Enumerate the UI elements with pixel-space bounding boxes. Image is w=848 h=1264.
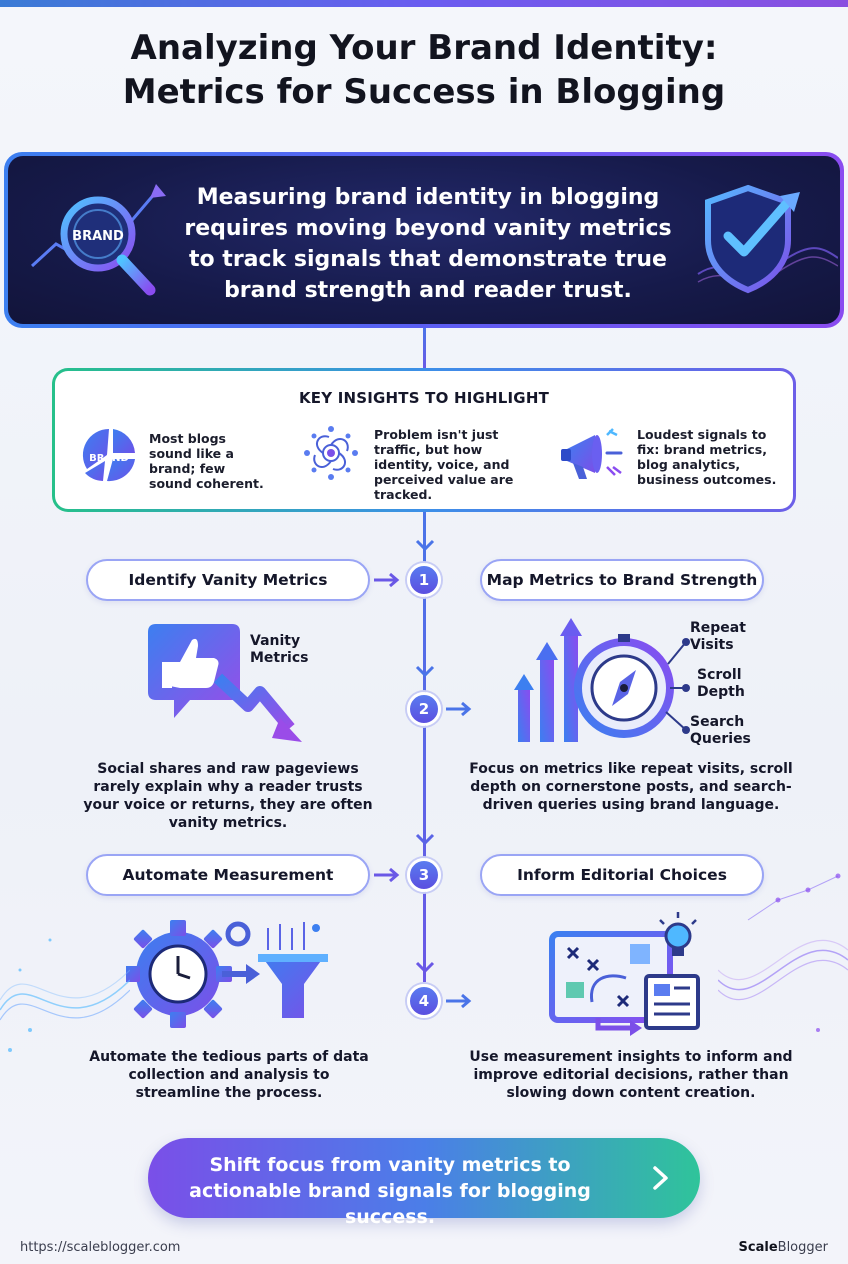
arrow-right-icon <box>446 993 472 1009</box>
arrow-down-icon <box>415 665 435 678</box>
key-insights-box: KEY INSIGHTS TO HIGHLIGHT BRAND Most blo… <box>52 368 796 512</box>
top-accent-bar <box>0 0 848 7</box>
magnifier-brand-icon: BRAND <box>30 184 166 296</box>
broken-brand-circle-icon: BRAND <box>82 428 135 482</box>
cta-banner[interactable]: Shift focus from vanity metrics to actio… <box>148 1138 700 1228</box>
decorative-wave-left <box>0 938 130 1052</box>
page-title-line-1: Analyzing Your Brand Identity: <box>130 28 718 68</box>
step-3-title-pill: Automate Measurement <box>86 854 370 896</box>
step-4-description: Use measurement insights to inform and i… <box>469 1049 793 1101</box>
arrow-right-icon <box>446 701 472 717</box>
step-3-description: Automate the tedious parts of data colle… <box>89 1049 369 1101</box>
decorative-wave-right <box>718 873 848 1032</box>
step-1-badge: 1 <box>407 563 441 597</box>
footer-brand: ScaleBlogger <box>739 1240 828 1255</box>
footer-brand-bold: Scale <box>738 1240 778 1255</box>
step-4-title-pill: Inform Editorial Choices <box>480 854 764 896</box>
megaphone-icon <box>561 428 623 479</box>
insight-text-1: Most blogs sound like a brand; few sound… <box>149 431 264 491</box>
callout-search-queries: Search Queries <box>690 714 751 747</box>
cta-text: Shift focus from vanity metrics to actio… <box>189 1154 591 1228</box>
hero-banner: BRAND Measuring brand identity in bloggi… <box>4 152 844 328</box>
svg-text:BRAND: BRAND <box>89 453 129 464</box>
key-insights-inner: KEY INSIGHTS TO HIGHLIGHT BRAND Most blo… <box>55 371 793 509</box>
footer-url[interactable]: https://scaleblogger.com <box>20 1240 181 1255</box>
step-3-badge: 3 <box>407 858 441 892</box>
step-2-title-pill: Map Metrics to Brand Strength <box>480 559 764 601</box>
svg-text:BRAND: BRAND <box>72 229 124 244</box>
step-4-badge: 4 <box>407 984 441 1018</box>
key-insights-heading: KEY INSIGHTS TO HIGHLIGHT <box>298 389 550 407</box>
step-2-badge: 2 <box>407 692 441 726</box>
connector-line-top <box>423 328 426 370</box>
insight-text-3: Loudest signals to fix: brand metrics, b… <box>637 427 777 487</box>
arrow-down-icon <box>415 961 435 974</box>
compass-growth-icon <box>514 618 690 742</box>
arrow-right-icon <box>374 867 400 883</box>
chevron-right-icon[interactable] <box>644 1162 676 1194</box>
shield-check-icon <box>697 184 838 294</box>
insight-text-2: Problem isn't just traffic, but how iden… <box>374 427 514 502</box>
arrow-down-icon <box>415 539 435 552</box>
footer-brand-rest: Blogger <box>777 1240 828 1255</box>
step-2-description: Focus on metrics like repeat visits, scr… <box>469 761 793 813</box>
step-1-title-pill: Identify Vanity Metrics <box>86 559 370 601</box>
vanity-metrics-label: Vanity Metrics <box>250 633 309 666</box>
page-title-line-2: Metrics for Success in Blogging <box>122 72 726 112</box>
callout-scroll-depth: Scroll Depth <box>697 667 745 700</box>
step-1-description: Social shares and raw pageviews rarely e… <box>83 761 373 831</box>
arrow-down-icon <box>415 833 435 846</box>
editorial-board-lightbulb-icon <box>549 912 700 1036</box>
connector-line-spine <box>423 512 426 982</box>
arrow-right-icon <box>374 572 400 588</box>
network-spiral-icon <box>304 426 358 480</box>
page-title: Analyzing Your Brand Identity: Metrics f… <box>0 26 848 114</box>
hero-text: Measuring brand identity in blogging req… <box>184 185 672 303</box>
gear-clock-funnel-icon <box>126 920 328 1028</box>
thumbs-down-trend-icon <box>148 624 302 742</box>
hero-banner-inner: BRAND Measuring brand identity in bloggi… <box>8 156 840 324</box>
callout-repeat-visits: Repeat Visits <box>690 620 746 653</box>
